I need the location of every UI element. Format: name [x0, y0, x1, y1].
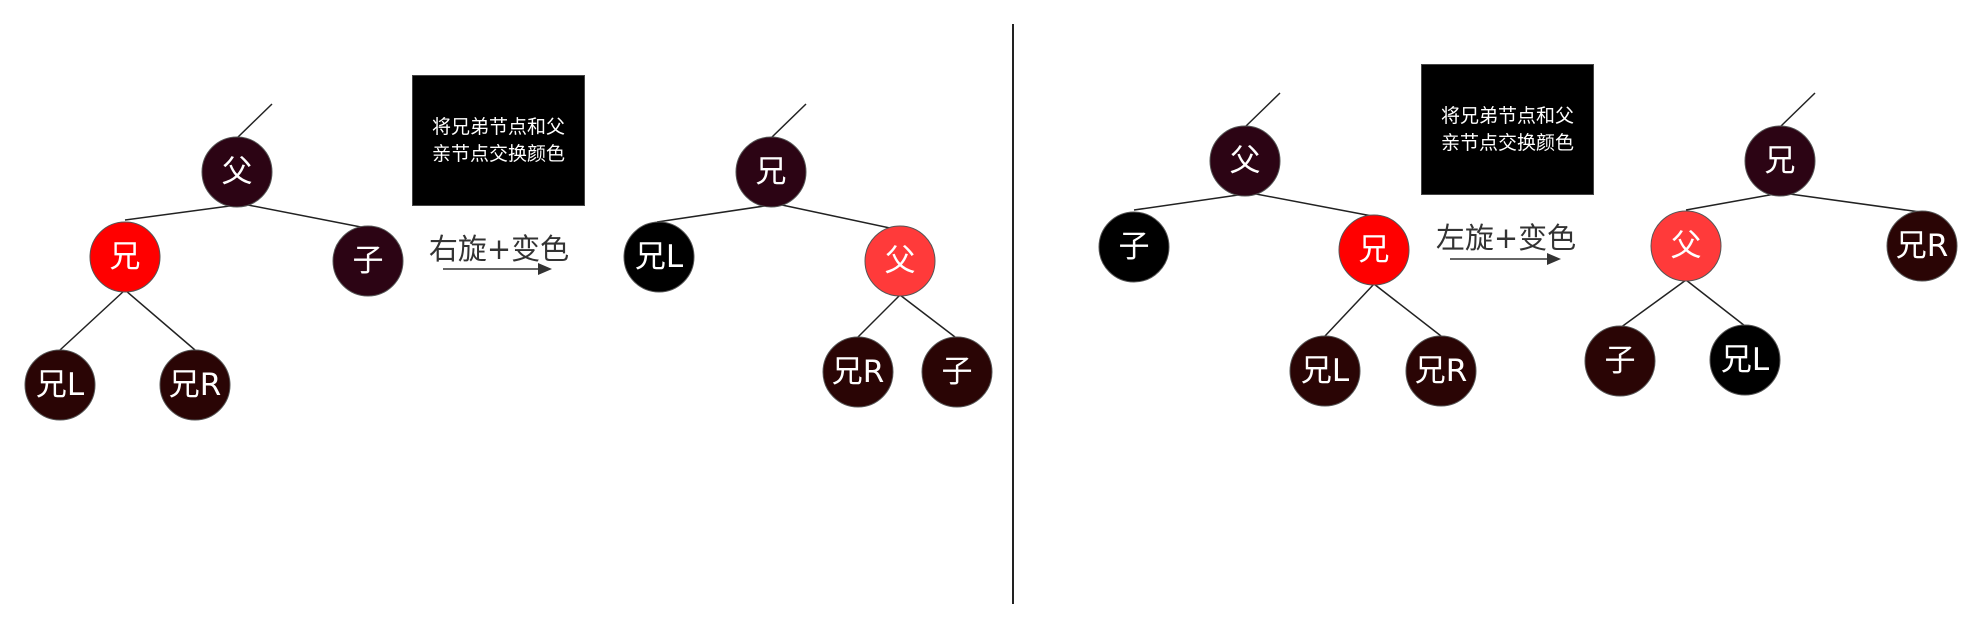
sibling-right-node	[1886, 210, 1958, 282]
sibling-left-node	[24, 349, 96, 421]
sibling-node-label: 兄	[110, 239, 141, 275]
sibling-node	[1744, 125, 1816, 197]
left-before-tree: 父 兄 子 兄L 兄R	[24, 103, 404, 421]
sibling-left-node-label: 兄L	[36, 367, 85, 403]
edge-parent-siblingL	[1685, 279, 1746, 327]
edge-sibling-siblingR	[1789, 193, 1921, 213]
edge-sibling-siblingR	[1373, 283, 1442, 337]
sibling-node	[735, 136, 807, 208]
edge-sibling-siblingL	[1324, 283, 1375, 337]
parent-edge-stub	[1244, 92, 1281, 128]
edge-sibling-parent	[781, 204, 891, 229]
right-before-tree: 父 子 兄 兄L 兄R	[1098, 92, 1477, 407]
child-node-label: 子	[1605, 343, 1636, 379]
edge-sibling-parent	[1685, 193, 1776, 211]
parent-node	[864, 225, 936, 297]
sibling-right-node	[1405, 335, 1477, 407]
sibling-right-node-label: 兄R	[832, 354, 885, 390]
sibling-node-label: 兄	[756, 154, 787, 190]
parent-node-label: 父	[1230, 143, 1261, 179]
sibling-left-node	[1289, 335, 1361, 407]
right-operation-label: 左旋+变色	[1436, 221, 1576, 255]
edge-sibling-siblingR	[124, 289, 196, 351]
sibling-node-label: 兄	[1359, 232, 1390, 268]
sibling-right-node-label: 兄R	[1415, 353, 1468, 389]
edge-sibling-siblingL	[656, 204, 772, 223]
child-node	[921, 336, 993, 408]
sibling-left-node-label: 兄L	[1301, 353, 1350, 389]
sibling-node-label: 兄	[1765, 143, 1796, 179]
child-node-label: 子	[942, 354, 973, 390]
sibling-left-node-label: 兄L	[1721, 342, 1770, 378]
child-node	[332, 225, 404, 297]
left-after-tree: 兄 兄L 父 兄R 子	[623, 103, 993, 408]
sibling-node	[89, 221, 161, 293]
child-node-label: 子	[1119, 229, 1150, 265]
parent-node-label: 父	[885, 243, 916, 279]
sibling-node	[1338, 214, 1410, 286]
sibling-left-node	[623, 221, 695, 293]
right-note-text: 将兄弟节点和父亲节点交换颜色	[1440, 104, 1574, 154]
parent-node	[1650, 210, 1722, 282]
child-node	[1584, 325, 1656, 397]
parent-edge-stub	[236, 103, 273, 139]
edge-parent-child	[1619, 279, 1687, 329]
sibling-left-node-label: 兄L	[635, 239, 684, 275]
edge-parent-child	[247, 204, 367, 229]
sibling-right-node	[822, 336, 894, 408]
left-operation-arrow-head	[538, 263, 552, 275]
sibling-right-node	[159, 349, 231, 421]
parent-node	[201, 136, 273, 208]
sibling-left-node	[1709, 324, 1781, 396]
edge-parent-sibling	[1255, 193, 1373, 217]
root-edge-stub	[770, 103, 807, 139]
sibling-right-node-label: 兄R	[1896, 228, 1949, 264]
parent-node-label: 父	[222, 154, 253, 190]
parent-node-label: 父	[1671, 228, 1702, 264]
edge-sibling-siblingL	[59, 289, 126, 351]
edge-parent-sibling	[124, 204, 238, 221]
edge-parent-child	[1133, 193, 1246, 211]
child-node-label: 子	[353, 243, 384, 279]
sibling-right-node-label: 兄R	[169, 367, 222, 403]
parent-node	[1209, 125, 1281, 197]
right-after-tree: 兄 父 兄R 子 兄L	[1584, 92, 1958, 397]
root-edge-stub	[1779, 92, 1816, 128]
right-note-box: 将兄弟节点和父亲节点交换颜色	[1421, 64, 1594, 195]
edge-parent-siblingR	[857, 294, 901, 338]
left-operation-label: 右旋+变色	[429, 232, 569, 266]
edge-parent-child	[899, 294, 956, 338]
right-operation-arrow-head	[1547, 253, 1561, 265]
left-note-box: 将兄弟节点和父亲节点交换颜色	[412, 75, 585, 206]
left-note-text: 将兄弟节点和父亲节点交换颜色	[431, 115, 565, 165]
child-node	[1098, 211, 1170, 283]
